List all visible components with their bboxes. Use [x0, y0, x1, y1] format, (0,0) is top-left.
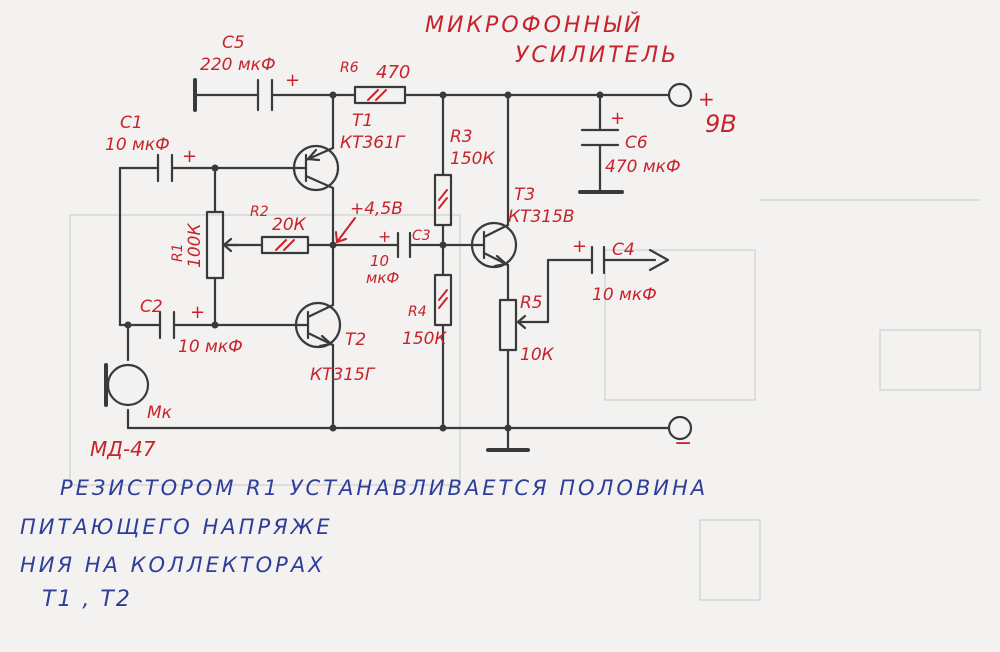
note-line-3: НИЯ НА КОЛЛЕКТОРАХ — [20, 553, 326, 577]
supply-plus-terminal — [667, 82, 693, 108]
r3-value: 150К — [450, 149, 495, 169]
midpoint-arrow — [335, 217, 356, 244]
c5-value: 220 мкФ — [200, 55, 276, 75]
resistor-r1 — [205, 210, 240, 280]
note-block: РЕЗИСТОРОМ R1 УСТАНАВЛИВАЕТСЯ ПОЛОВИНА П… — [20, 476, 708, 612]
component-labels: C5 220 мкФ + R6 470 T1 КТ361Г C1 10 мкФ … — [90, 33, 737, 461]
c1-polarity: + — [182, 146, 197, 167]
supply-voltage: 9В — [705, 110, 737, 138]
title-block: МИКРОФОННЫЙ УСИЛИТЕЛЬ — [425, 12, 679, 68]
r1-value: 100К — [185, 223, 205, 268]
title-line-2: УСИЛИТЕЛЬ — [515, 43, 679, 68]
c3-value-2: мкФ — [366, 269, 399, 287]
resistor-r3 — [433, 173, 453, 227]
r1-ref: R1 — [170, 243, 186, 262]
capacitor-c5 — [256, 78, 274, 112]
resistor-r6 — [353, 85, 407, 105]
resistor-r4 — [433, 273, 453, 327]
c5-polarity: + — [285, 70, 300, 91]
output-arrow — [648, 248, 670, 272]
c1-ref: C1 — [120, 113, 143, 133]
note-line-4: Т1 , Т2 — [42, 587, 132, 612]
junction-dots — [124, 91, 604, 432]
midpoint-voltage: +4,5В — [350, 199, 403, 219]
t2-type: КТ315Г — [310, 365, 376, 385]
capacitor-c2 — [158, 310, 176, 340]
wiring — [118, 78, 670, 452]
c3-ref: C3 — [412, 228, 431, 244]
mic-ref: Мк — [147, 403, 173, 423]
c6-value: 470 мкФ — [605, 157, 681, 177]
transistor-t2 — [294, 301, 342, 349]
capacitor-c6 — [580, 128, 620, 147]
resistor-r2 — [260, 235, 310, 255]
r2-value: 20К — [272, 215, 307, 235]
capacitor-c1 — [156, 153, 174, 183]
t3-type: КТ315В — [508, 207, 575, 227]
c4-value: 10 мкФ — [592, 285, 657, 305]
c6-ref: C6 — [625, 133, 648, 153]
note-line-2: ПИТАЮЩЕГО НАПРЯЖЕ — [20, 515, 333, 539]
t3-ref: T3 — [514, 185, 535, 205]
c1-value: 10 мкФ — [105, 135, 170, 155]
t1-type: КТ361Г — [340, 133, 406, 153]
supply-minus-sign: − — [674, 431, 692, 456]
microphone-symbol — [104, 363, 150, 407]
r3-ref: R3 — [450, 127, 473, 147]
c4-ref: C4 — [612, 240, 635, 260]
capacitor-c4 — [590, 245, 606, 275]
capacitor-c3 — [396, 231, 412, 259]
c3-polarity: + — [378, 227, 391, 246]
mic-type: МД-47 — [90, 437, 156, 461]
transistor-t3 — [470, 221, 518, 269]
r5-ref: R5 — [520, 293, 543, 313]
supply-minus-terminal — [667, 415, 693, 441]
c4-polarity: + — [572, 236, 587, 257]
c2-polarity: + — [190, 302, 205, 323]
title-line-1: МИКРОФОННЫЙ — [425, 12, 643, 38]
c6-polarity: + — [610, 108, 625, 129]
c5-ref: C5 — [222, 33, 245, 53]
r6-ref: R6 — [340, 60, 359, 76]
c2-value: 10 мкФ — [178, 337, 243, 357]
r6-value: 470 — [376, 62, 410, 83]
note-line-1: РЕЗИСТОРОМ R1 УСТАНАВЛИВАЕТСЯ ПОЛОВИНА — [60, 476, 708, 500]
paper-ghost-lines — [69, 199, 981, 601]
r4-value: 150К — [402, 329, 447, 349]
resistor-r5 — [498, 298, 550, 352]
c3-value-1: 10 — [370, 252, 389, 270]
transistor-t1 — [292, 144, 340, 192]
r5-value: 10К — [520, 345, 555, 365]
t2-ref: T2 — [345, 330, 366, 350]
c2-ref: C2 — [140, 297, 163, 317]
r2-ref: R2 — [250, 204, 269, 220]
supply-plus-sign: + — [698, 87, 715, 111]
t1-ref: T1 — [352, 111, 373, 131]
r4-ref: R4 — [408, 304, 427, 320]
